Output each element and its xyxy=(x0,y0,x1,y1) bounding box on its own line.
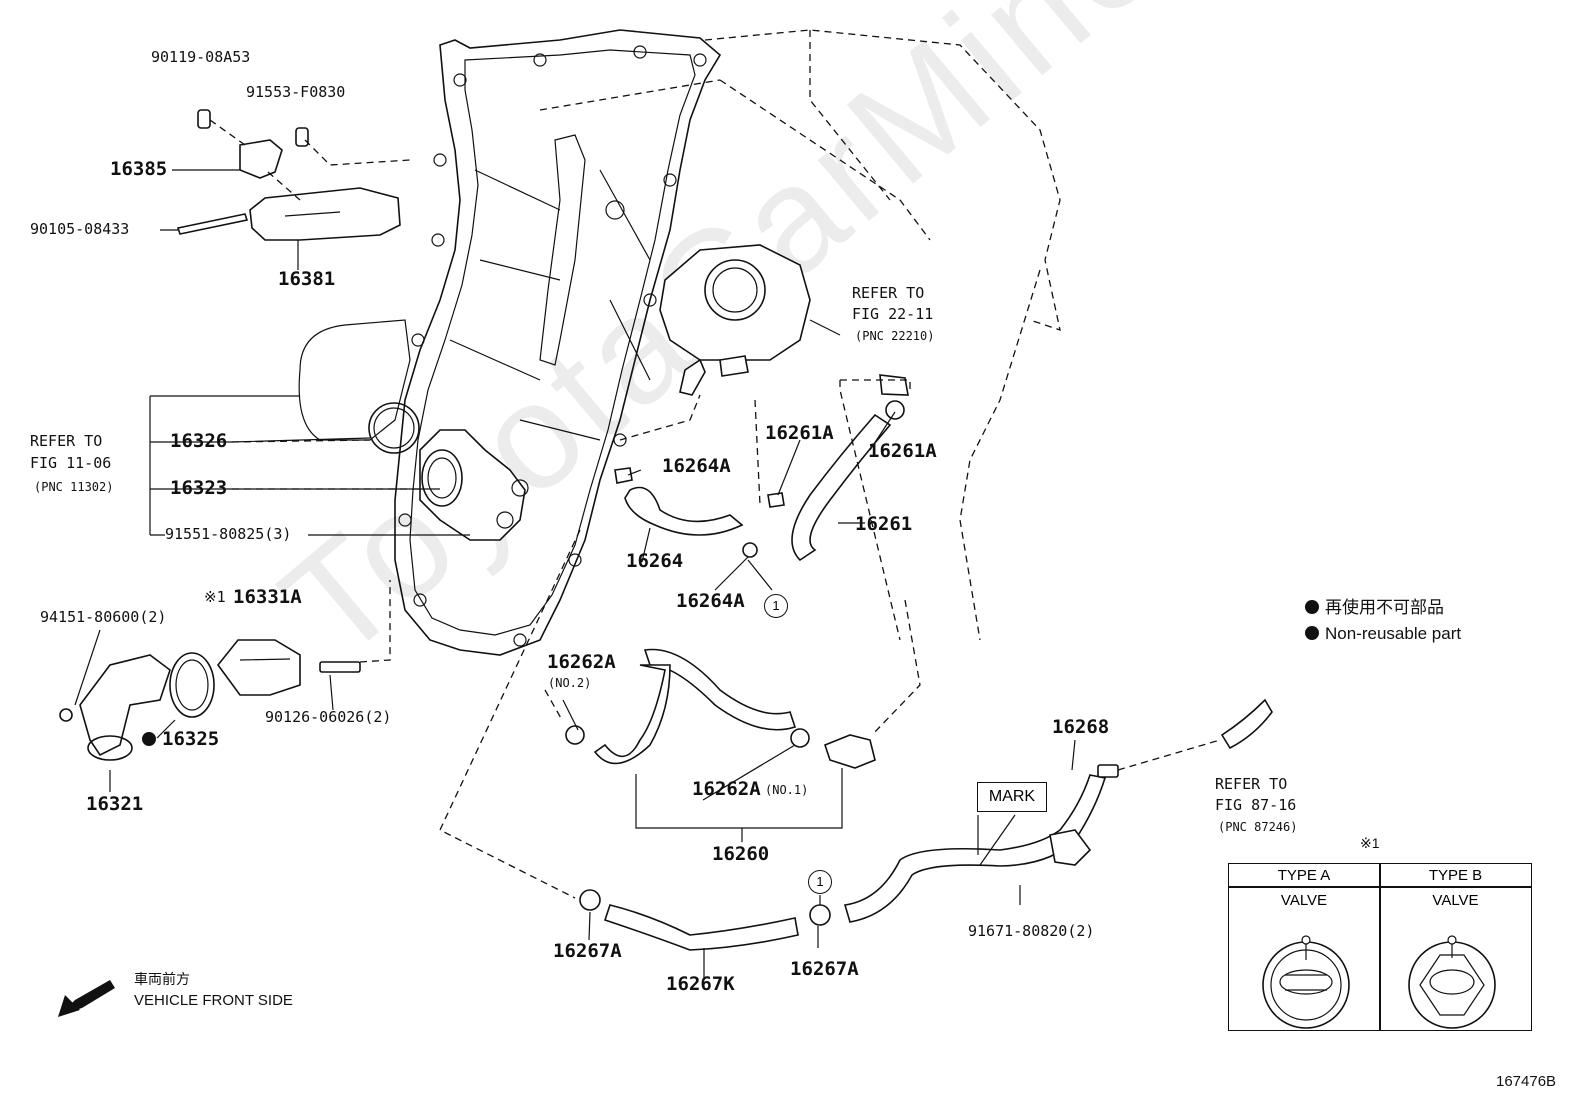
marker-leaders xyxy=(747,559,821,905)
label-16381: 16381 xyxy=(278,268,336,290)
label-16267a-left: 16267A xyxy=(553,940,622,962)
label-16385: 16385 xyxy=(110,158,168,180)
legend-jp-text: 再使用不可部品 xyxy=(1325,598,1444,617)
label-16323: 16323 xyxy=(170,477,228,499)
legend-dot-en xyxy=(1305,626,1319,640)
vehicle-front-arrow xyxy=(58,980,115,1017)
label-91551-80825: 91551-80825(3) xyxy=(165,525,292,543)
label-91671-80820: 91671-80820(2) xyxy=(968,922,1095,940)
types-divider xyxy=(1379,864,1381,1030)
front-en: VEHICLE FRONT SIDE xyxy=(134,992,293,1009)
types-note: ※1 xyxy=(1360,835,1380,851)
label-90119-08a53: 90119-08A53 xyxy=(151,48,251,66)
label-16261a-right: 16261A xyxy=(868,440,937,462)
ref-right-line3: (PNC 87246) xyxy=(1218,820,1298,834)
legend-dot-jp xyxy=(1305,600,1319,614)
timing-cover xyxy=(298,29,722,656)
label-16268: 16268 xyxy=(1052,716,1110,738)
type-b-valve-label: VALVE xyxy=(1432,892,1479,909)
label-16264a-top: 16264A xyxy=(662,455,731,477)
type-a-valve-image xyxy=(1262,935,1350,1029)
thermostat-parts xyxy=(59,639,361,761)
label-90105-08433: 90105-08433 xyxy=(30,220,130,238)
type-b-valve-image xyxy=(1408,935,1496,1029)
type-a-valve-label: VALVE xyxy=(1280,892,1328,909)
ref-left-line3: (PNC 11302) xyxy=(34,480,114,494)
circle-marker-1-top: 1 xyxy=(764,594,788,618)
label-16325-text: 16325 xyxy=(162,728,220,750)
label-16262a-top-sub: (NO.2) xyxy=(548,676,592,690)
label-16267a-right: 16267A xyxy=(790,958,859,980)
label-16264: 16264 xyxy=(626,550,684,572)
ref-right-line1: REFER TO xyxy=(1215,775,1288,793)
label-16321: 16321 xyxy=(86,793,144,815)
label-16331a-note: ※1 xyxy=(204,588,226,606)
ref-left-line2: FIG 11-06 xyxy=(30,454,112,472)
bracket-parts xyxy=(176,109,411,241)
label-16325: 16325 xyxy=(142,730,219,749)
label-16262a-top: 16262A xyxy=(547,651,616,673)
clamps xyxy=(565,400,1119,926)
circle-marker-1-bottom: 1 xyxy=(808,870,832,894)
types-header-rule xyxy=(1229,886,1531,888)
mark-box: MARK xyxy=(977,782,1047,812)
label-16326: 16326 xyxy=(170,430,228,452)
label-91553-f0830: 91553-F0830 xyxy=(246,83,346,101)
type-a-heading: TYPE A xyxy=(1277,867,1331,884)
figure-id: 167476B xyxy=(1496,1073,1557,1090)
label-16261: 16261 xyxy=(855,513,913,535)
leader-lines xyxy=(74,169,1076,978)
label-16331a: 16331A xyxy=(233,586,302,608)
engine-block-outline xyxy=(539,29,1061,641)
ref-right-line2: FIG 87-16 xyxy=(1215,796,1297,814)
ref-tb-line2: FIG 22-11 xyxy=(852,305,934,323)
types-table: TYPE A TYPE B VALVE VALVE xyxy=(1228,863,1532,1031)
label-16261a-left: 16261A xyxy=(765,422,834,444)
label-16262a-mid-sub: (NO.1) xyxy=(765,783,809,797)
ref-tb-line3: (PNC 22210) xyxy=(855,329,935,343)
dashed-routing xyxy=(359,379,1221,899)
legend-en-text: Non-reusable part xyxy=(1325,624,1462,643)
type-b-heading: TYPE B xyxy=(1428,867,1483,884)
water-inlet-housing xyxy=(419,429,529,541)
ref-left-line1: REFER TO xyxy=(30,432,103,450)
ref-tb-line1: REFER TO xyxy=(852,284,925,302)
label-16267k: 16267K xyxy=(666,973,735,995)
legend-jp: 再使用不可部品 xyxy=(1305,599,1444,616)
mark-label: MARK xyxy=(988,788,1036,805)
label-16264a-bottom: 16264A xyxy=(676,590,745,612)
front-jp: 車両前方 xyxy=(134,971,190,987)
label-16262a-mid: 16262A xyxy=(692,778,761,800)
label-90126-06026: 90126-06026(2) xyxy=(265,708,392,726)
label-16260: 16260 xyxy=(712,843,770,865)
label-94151-80600: 94151-80600(2) xyxy=(40,608,167,626)
legend-en: Non-reusable part xyxy=(1305,625,1461,642)
throttle-body xyxy=(659,244,811,396)
non-reusable-dot xyxy=(142,732,156,746)
